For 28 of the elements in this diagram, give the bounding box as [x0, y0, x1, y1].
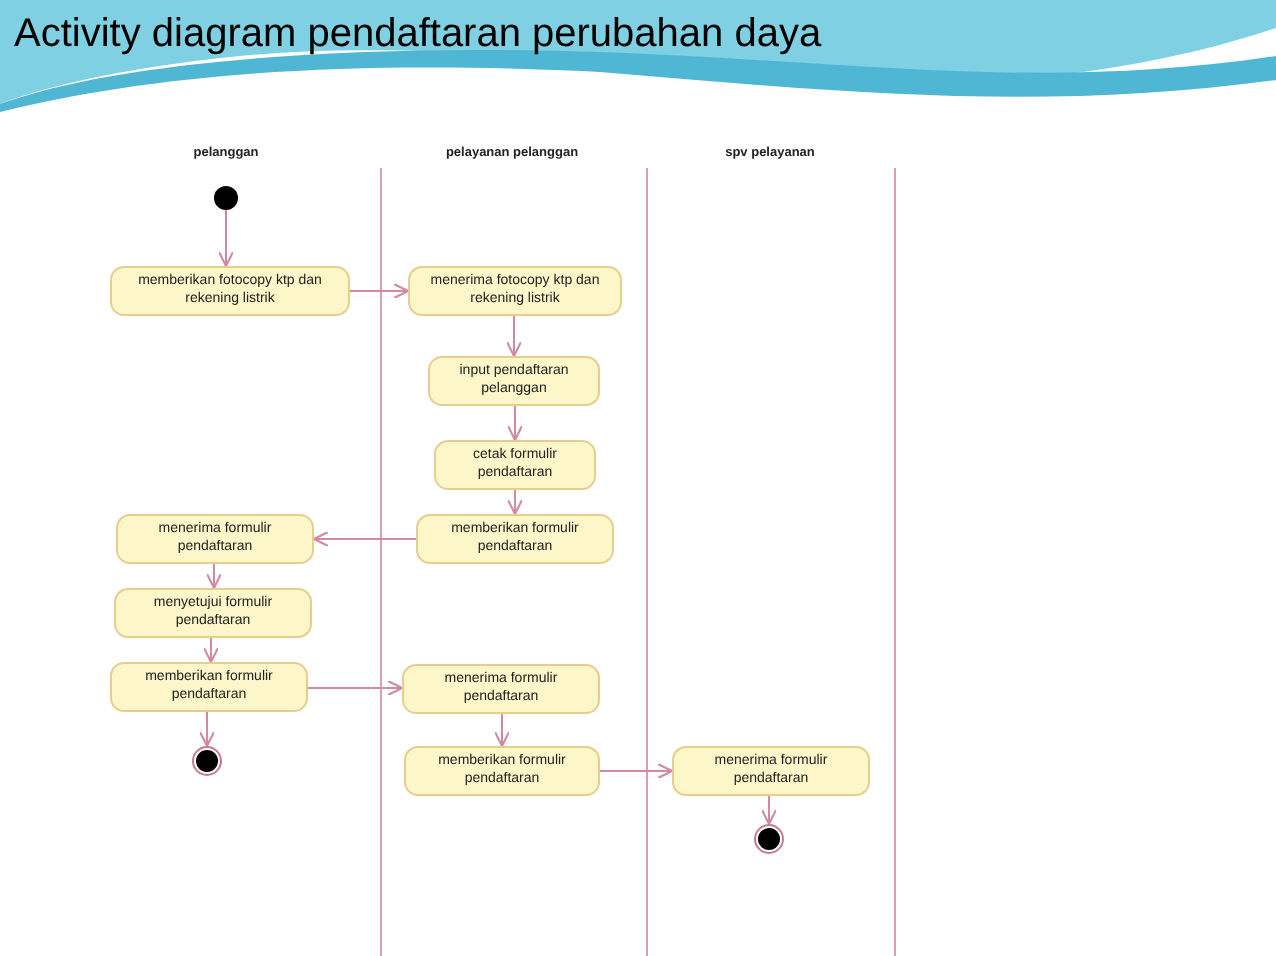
arrow [312, 530, 417, 548]
action-box [110, 662, 308, 712]
arrow [205, 563, 223, 590]
action-box [110, 266, 350, 316]
arrow [506, 489, 524, 516]
action-box [114, 588, 312, 638]
arrow [760, 795, 778, 826]
initial-node [214, 186, 238, 210]
arrow [349, 282, 410, 300]
arrow [307, 679, 404, 697]
action-box [408, 266, 622, 316]
action-box [404, 746, 600, 796]
final-node [754, 824, 784, 854]
arrow [217, 209, 235, 268]
action-box [672, 746, 870, 796]
arrow [198, 711, 216, 748]
action-box [428, 356, 600, 406]
arrow [599, 762, 674, 780]
action-box [434, 440, 596, 490]
diagram-title: Activity diagram pendaftaran perubahan daya [14, 10, 822, 60]
action-box [416, 514, 614, 564]
action-box [116, 514, 314, 564]
final-node [192, 746, 222, 776]
action-box [402, 664, 600, 714]
arrow [202, 637, 220, 664]
arrow [493, 713, 511, 748]
arrow [505, 315, 523, 358]
arrow [506, 405, 524, 442]
